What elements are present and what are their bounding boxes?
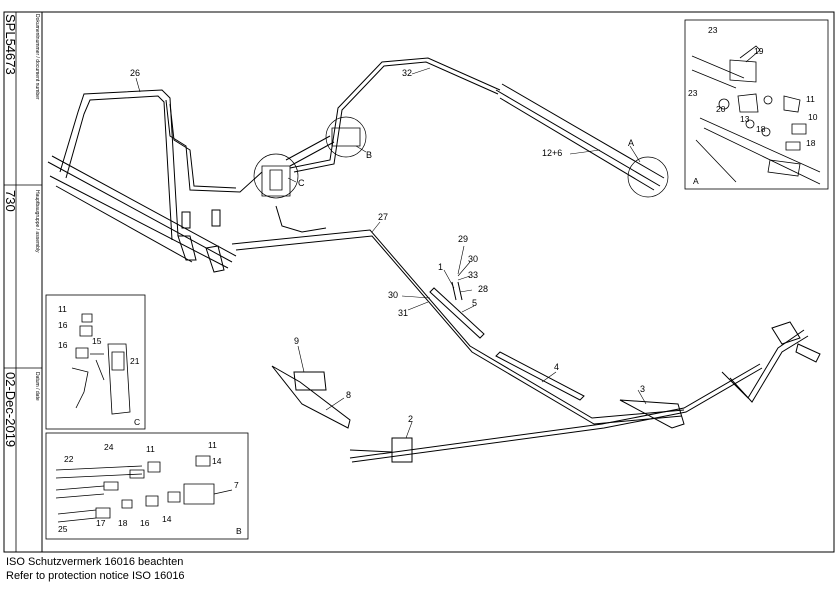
hose-27 <box>231 229 685 425</box>
detail-a-frame <box>684 19 829 190</box>
detail-a-callout: 20 <box>716 104 726 114</box>
detail-a-callout: 13 <box>740 114 750 124</box>
main-assembly <box>47 57 821 463</box>
callout: 9 <box>294 336 299 346</box>
bracket-5 <box>429 287 485 339</box>
bracket-8 <box>271 365 351 429</box>
assembly-number: 730 <box>3 190 18 212</box>
small-hose <box>275 205 327 233</box>
callout: A <box>628 138 634 148</box>
hose-26 <box>59 89 179 241</box>
assembly-label: Hauptbaugruppe / assembly <box>34 190 40 253</box>
hose-clamps <box>181 209 221 229</box>
document-date: 02-Dec-2019 <box>3 372 18 448</box>
detail-b-callout: 18 <box>118 518 128 528</box>
left-cylinder <box>47 155 237 269</box>
bracket-4 <box>495 351 585 401</box>
callout: 33 <box>468 270 478 280</box>
detail-b-callout: 14 <box>162 514 172 524</box>
callout: 3 <box>640 384 645 394</box>
protection-notice-de: ISO Schutzvermerk 16016 beachten <box>6 556 184 568</box>
callout: 2 <box>408 414 413 424</box>
callout: B <box>366 150 372 160</box>
detail-a-callout: 11 <box>806 94 815 104</box>
detail-c-callout: 21 <box>130 356 140 366</box>
detail-b: 24 11 11 22 14 7 25 17 18 16 14 B <box>45 432 249 540</box>
detail-c-frame <box>45 294 146 430</box>
detail-a-callout: 18 <box>806 138 816 148</box>
detail-c-callout: 16 <box>58 320 68 330</box>
callout: 26 <box>130 68 140 78</box>
lower-hose <box>349 363 763 463</box>
bracket-3 <box>619 399 685 429</box>
drawing-frame <box>3 11 835 553</box>
bracket-1 <box>451 281 463 301</box>
callout: 30 <box>468 254 478 264</box>
detail-b-callout: 22 <box>64 454 74 464</box>
detail-a-callout: 23 <box>688 88 698 98</box>
detail-a-callout: 19 <box>754 46 764 56</box>
left-cylinder-rod <box>55 185 193 263</box>
hose-loop-center <box>165 99 263 193</box>
callout: 27 <box>378 212 388 222</box>
detail-b-callout: 16 <box>140 518 150 528</box>
hose-32 <box>289 57 501 173</box>
left-fittings <box>177 235 225 273</box>
valve-b <box>331 127 361 147</box>
leader-lines <box>135 67 647 439</box>
callout: 4 <box>554 362 559 372</box>
detail-a-label: A <box>693 176 699 186</box>
detail-c: 11 16 15 16 21 C <box>45 294 146 430</box>
clamp-9 <box>293 371 327 391</box>
bracket-2 <box>349 437 413 463</box>
detail-a-callout: 10 <box>808 112 818 122</box>
detail-b-callout: 14 <box>212 456 222 466</box>
detail-c-callout: 15 <box>92 336 102 346</box>
callout: C <box>298 178 305 188</box>
callout: 30 <box>388 290 398 300</box>
callout: 28 <box>478 284 488 294</box>
detail-c-circle <box>253 153 299 199</box>
document-number: SPL54673 <box>3 14 18 75</box>
main-callouts: 26 32 B C A 12+6 27 29 30 33 1 28 30 31 … <box>130 68 645 424</box>
detail-c-label: C <box>134 417 140 427</box>
callout: 8 <box>346 390 351 400</box>
detail-b-callout: 11 <box>208 440 217 450</box>
protection-notice-en: Refer to protection notice ISO 16016 <box>6 570 185 582</box>
detail-c-parts <box>71 313 131 415</box>
detail-a-circle <box>627 156 669 198</box>
right-fittings <box>771 321 821 363</box>
detail-a-callout: 18 <box>756 124 766 134</box>
detail-b-parts <box>55 455 233 523</box>
callout: 5 <box>472 298 477 308</box>
detail-b-circle <box>325 116 367 158</box>
callout: 31 <box>398 308 408 318</box>
detail-a: 23 19 23 20 11 13 10 18 18 A <box>684 19 829 190</box>
detail-b-callout: 17 <box>96 518 106 528</box>
hose-c-b <box>285 135 335 167</box>
callout: 12+6 <box>542 148 562 158</box>
detail-b-callout: 11 <box>146 444 155 454</box>
document-number-label: Dokumentnummer / document number <box>34 14 40 100</box>
right-cylinder <box>495 83 665 191</box>
detail-c-callout: 16 <box>58 340 68 350</box>
detail-b-label: B <box>236 526 242 536</box>
detail-a-parts <box>691 45 821 185</box>
date-label: Datum / date <box>34 372 40 401</box>
detail-b-callout: 24 <box>104 442 114 452</box>
detail-b-callout: 25 <box>58 524 68 534</box>
right-bracket <box>721 329 809 403</box>
detail-c-callout: 11 <box>58 304 67 314</box>
detail-a-callout: 23 <box>708 25 718 35</box>
callout: 1 <box>438 262 443 272</box>
valve-block <box>261 165 291 197</box>
callout: 32 <box>402 68 412 78</box>
detail-b-callout: 7 <box>234 480 239 490</box>
callout: 29 <box>458 234 468 244</box>
